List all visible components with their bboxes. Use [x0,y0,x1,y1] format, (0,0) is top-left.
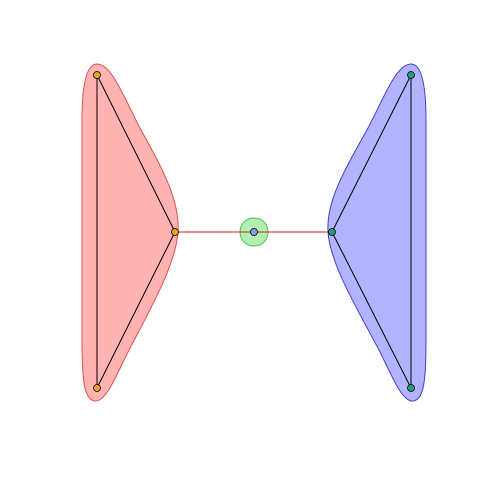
edge-b1-b3 [331,231,412,389]
node-b2 [407,71,415,79]
node-a2 [93,384,101,392]
node-b3 [407,384,415,392]
node-a3 [171,228,179,236]
node-a1 [93,71,101,79]
edge-b1-b2 [331,74,412,233]
node-c1 [250,228,258,236]
group-hull-a [81,63,179,402]
group-hull-b [327,63,427,402]
node-b1 [328,228,336,236]
group-hulls [81,63,427,402]
edge-a1-a3 [96,74,176,233]
graph-nodes [93,71,415,392]
edge-a3-a2 [96,231,176,389]
